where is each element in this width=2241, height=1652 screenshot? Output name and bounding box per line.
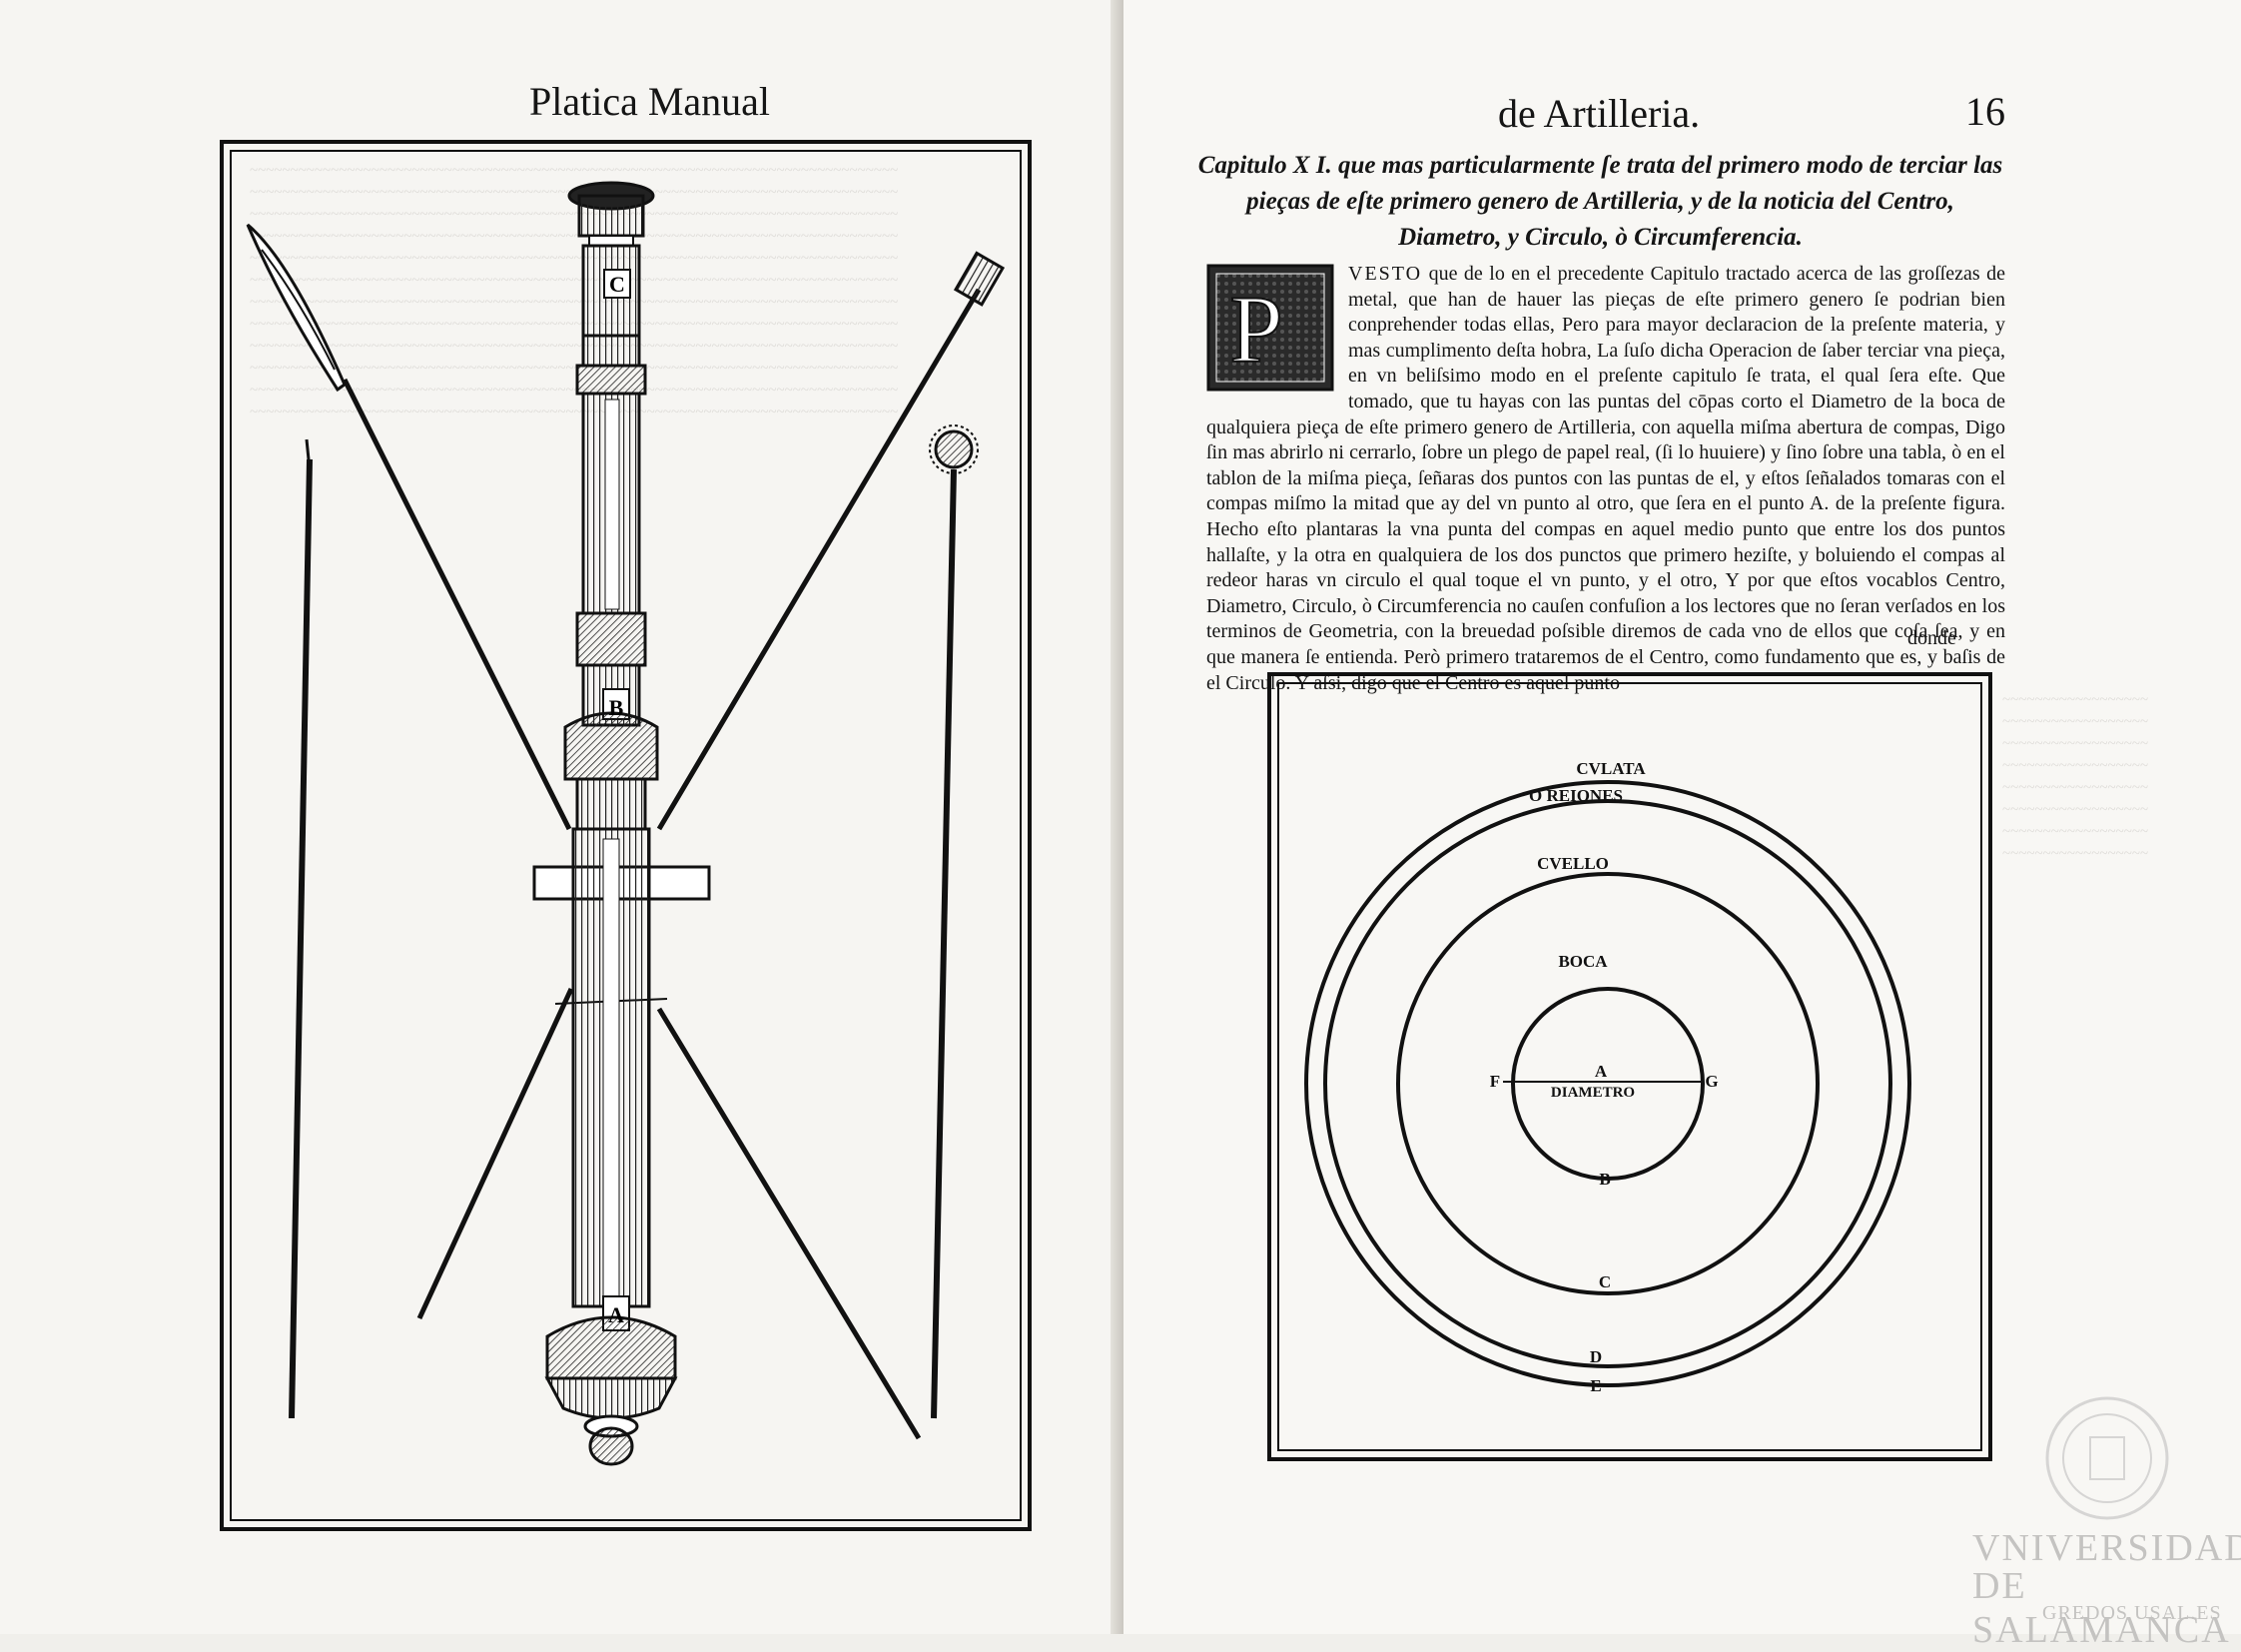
watermark-line-1: VNIVERSIDAD xyxy=(1972,1527,2241,1569)
left-page: ~~~~~~~~~~~~~~~~~~~~~~~~~~~~~~~~~~~~~~~~… xyxy=(0,0,1123,1634)
bleed-through-text-right: ~~~~~~~~~~~~~~~~~~~~~~~~~~~~~~~~~~~~~~~~… xyxy=(2002,692,2149,862)
label-c: C xyxy=(609,272,625,297)
cannon-barrel: C B A xyxy=(544,181,678,1466)
running-title-left: Platica Manual xyxy=(529,79,771,124)
first-word: VESTO xyxy=(1348,263,1423,285)
label-b: B xyxy=(609,695,624,720)
illustration-frame xyxy=(220,140,1032,1531)
cannon-illustration: C B A xyxy=(246,181,1006,1466)
spear-tool xyxy=(246,223,572,831)
page-number: 16 xyxy=(1965,89,2005,134)
linstock-tool xyxy=(289,438,313,1419)
body-paragraph: que de lo en el precedente Capitulo trac… xyxy=(1206,263,2005,694)
catchword: donde xyxy=(1907,627,1956,649)
watermark-line-3: GREDOS USAL.ES xyxy=(2042,1602,2222,1624)
rammer-tool xyxy=(656,251,1006,831)
dropcap-letter: P xyxy=(1229,276,1282,383)
chapter-heading: Capitulo X I. que mas particularmente ſe… xyxy=(1197,152,2003,251)
running-title-right: de Artilleria. xyxy=(1498,91,1701,136)
diagram-frame xyxy=(1267,672,1992,1461)
label-a: A xyxy=(608,1302,624,1327)
dropcap-initial: P xyxy=(1206,264,1334,392)
sponge-tool xyxy=(929,424,979,1419)
bleed-through-text: ~~~~~~~~~~~~~~~~~~~~~~~~~~~~~~~~~~~~~~~~… xyxy=(250,163,899,420)
body-text: P VESTO que de lo en el precedente Capit… xyxy=(1206,262,2005,696)
university-seal-icon xyxy=(2045,1396,2169,1520)
